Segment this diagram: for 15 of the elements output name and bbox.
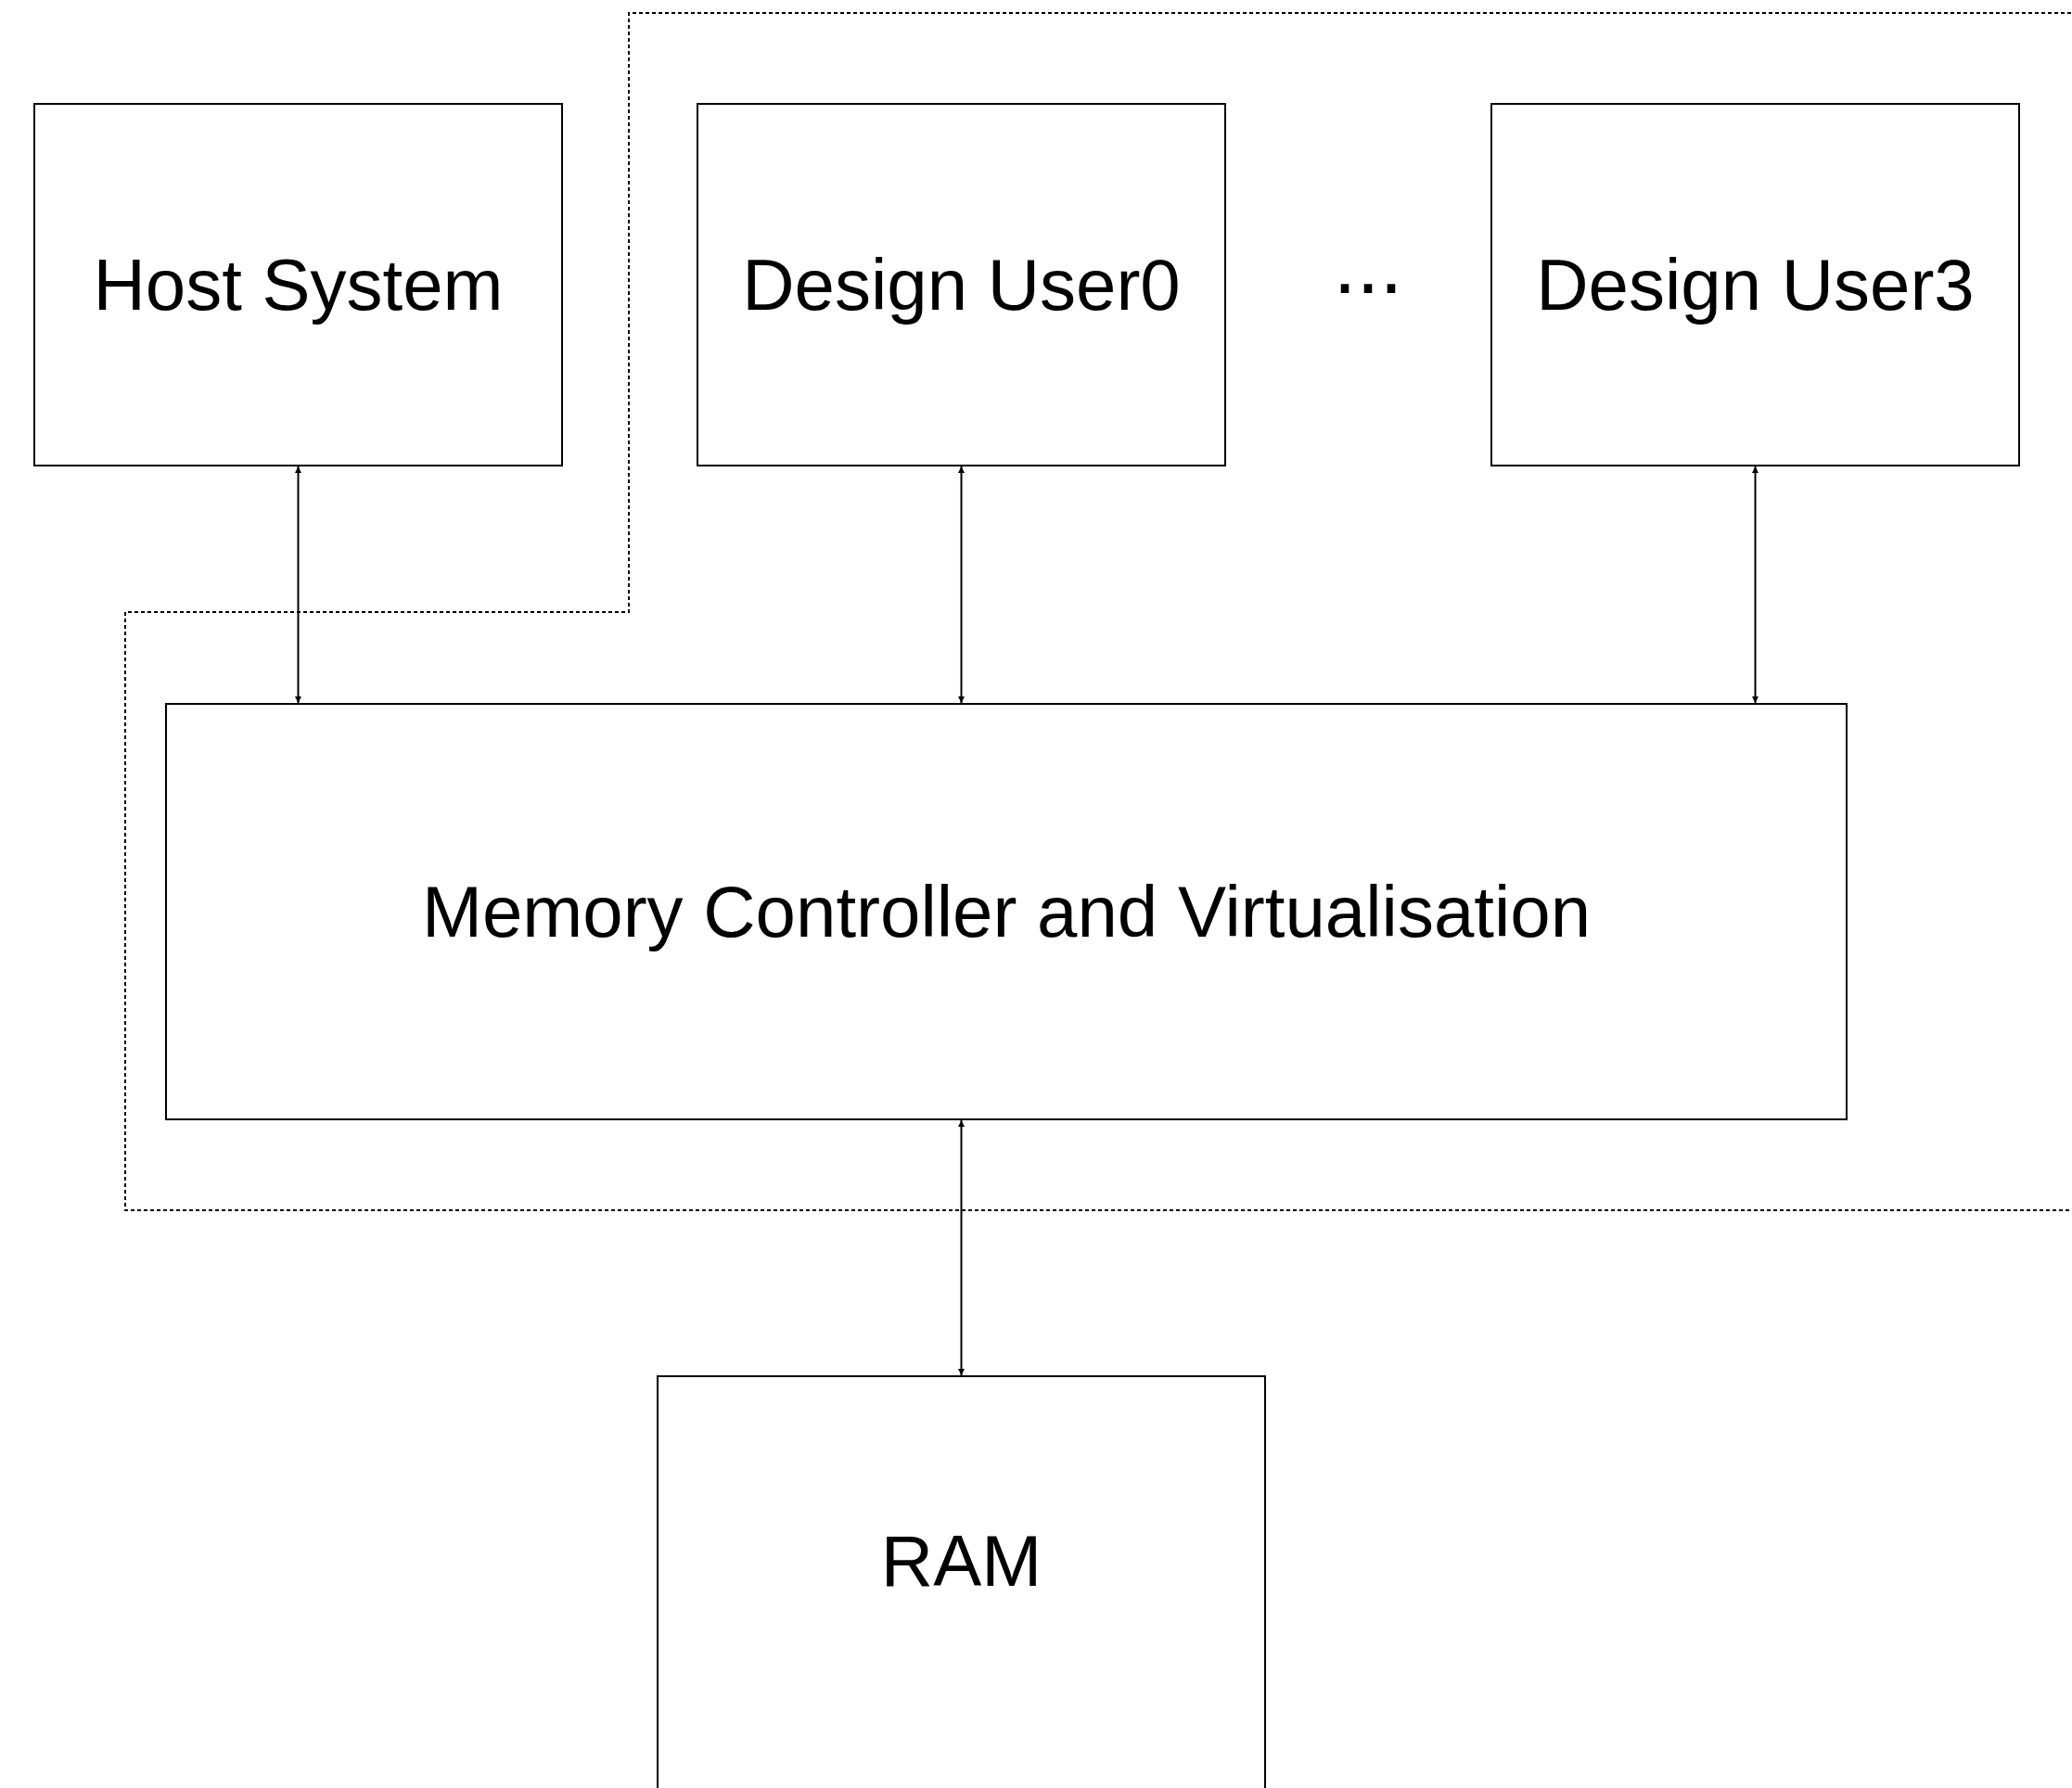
block-label: Memory Controller and Virtualisation (420, 870, 1592, 954)
block-label: Host System (92, 243, 505, 327)
block-label: RAM (879, 1519, 1043, 1603)
double-arrow (958, 1119, 965, 1376)
block-label: Design User3 (1535, 243, 1976, 327)
block-box (1490, 103, 2020, 466)
block-label: Design User0 (741, 243, 1182, 327)
block-box (33, 103, 563, 466)
double-arrow (958, 466, 965, 704)
block-box (165, 703, 1848, 1120)
block-box (657, 1375, 1266, 1788)
block-box (697, 103, 1226, 466)
double-arrow (295, 466, 301, 704)
ellipsis-label: ... (1332, 223, 1404, 306)
double-arrow (1752, 466, 1759, 704)
